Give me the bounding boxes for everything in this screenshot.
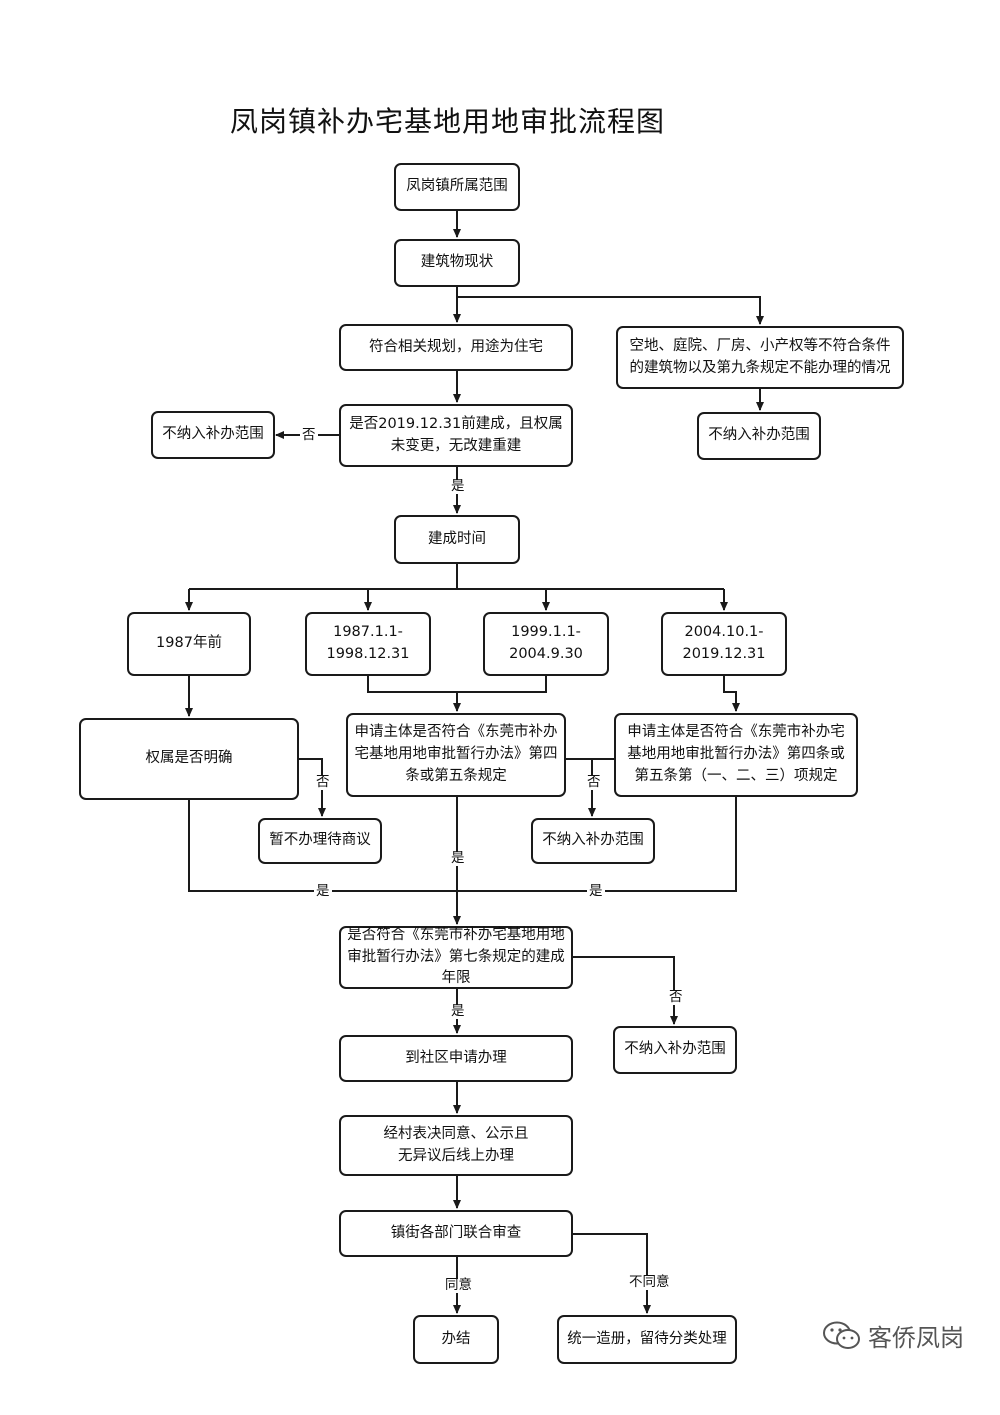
wechat-icon [823,1321,860,1349]
edge-label-no: 否 [300,427,318,443]
node-build-time: 建成时间 [394,515,520,564]
node-register: 统一造册，留待分类处理 [557,1315,737,1364]
edge-label-yes: 是 [449,478,467,494]
node-building-status: 建筑物现状 [394,239,520,287]
node-not-included-3: 不纳入补办范围 [531,818,655,864]
edge-label-no: 否 [667,989,685,1005]
node-period-2: 1987.1.1-1998.12.31 [305,612,431,676]
node-applicant-art-4-5: 申请主体是否符合《东莞市补办宅基地用地审批暂行办法》第四条或第五条规定 [346,713,566,797]
node-community-apply: 到社区申请办理 [339,1035,573,1082]
node-completed: 办结 [413,1315,499,1364]
edge-label-no: 否 [314,774,332,790]
node-not-included-2: 不纳入补办范围 [151,411,275,459]
node-period-1: 1987年前 [127,612,251,676]
node-suspend: 暂不办理待商议 [258,818,382,864]
watermark: 客侨凤岗 [822,1318,964,1353]
node-applicant-art-4-5-items: 申请主体是否符合《东莞市补办宅基地用地审批暂行办法》第四条或第五条第（一、二、三… [614,713,858,797]
edge-label-agree: 同意 [443,1277,474,1293]
node-village-vote: 经村表决同意、公示且无异议后线上办理 [339,1115,573,1176]
node-art-7-period: 是否符合《东莞市补办宅基地用地审批暂行办法》第七条规定的建成年限 [339,926,573,989]
node-scope: 凤岗镇所属范围 [394,163,520,211]
node-built-before-2019: 是否2019.12.31前建成，且权属未变更，无改建重建 [339,404,573,467]
page-title: 凤岗镇补办宅基地用地审批流程图 [230,105,666,138]
edge-label-disagree: 不同意 [627,1274,672,1290]
edge-label-yes: 是 [449,1003,467,1019]
node-joint-review: 镇街各部门联合审查 [339,1210,573,1257]
edge-label-yes: 是 [449,850,467,866]
node-not-included-4: 不纳入补办范围 [613,1026,737,1074]
edge-label-yes: 是 [587,883,605,899]
node-planning-residential: 符合相关规划，用途为住宅 [339,324,573,371]
node-period-3: 1999.1.1-2004.9.30 [483,612,609,676]
edge-label-yes: 是 [314,883,332,899]
edge-label-no: 否 [585,774,603,790]
node-ownership-clear: 权属是否明确 [79,718,299,800]
node-not-included-1: 不纳入补办范围 [697,412,821,460]
watermark-text: 客侨凤岗 [868,1324,964,1352]
node-nonqualifying: 空地、庭院、厂房、小产权等不符合条件的建筑物以及第九条规定不能办理的情况 [616,326,904,389]
node-period-4: 2004.10.1-2019.12.31 [661,612,787,676]
